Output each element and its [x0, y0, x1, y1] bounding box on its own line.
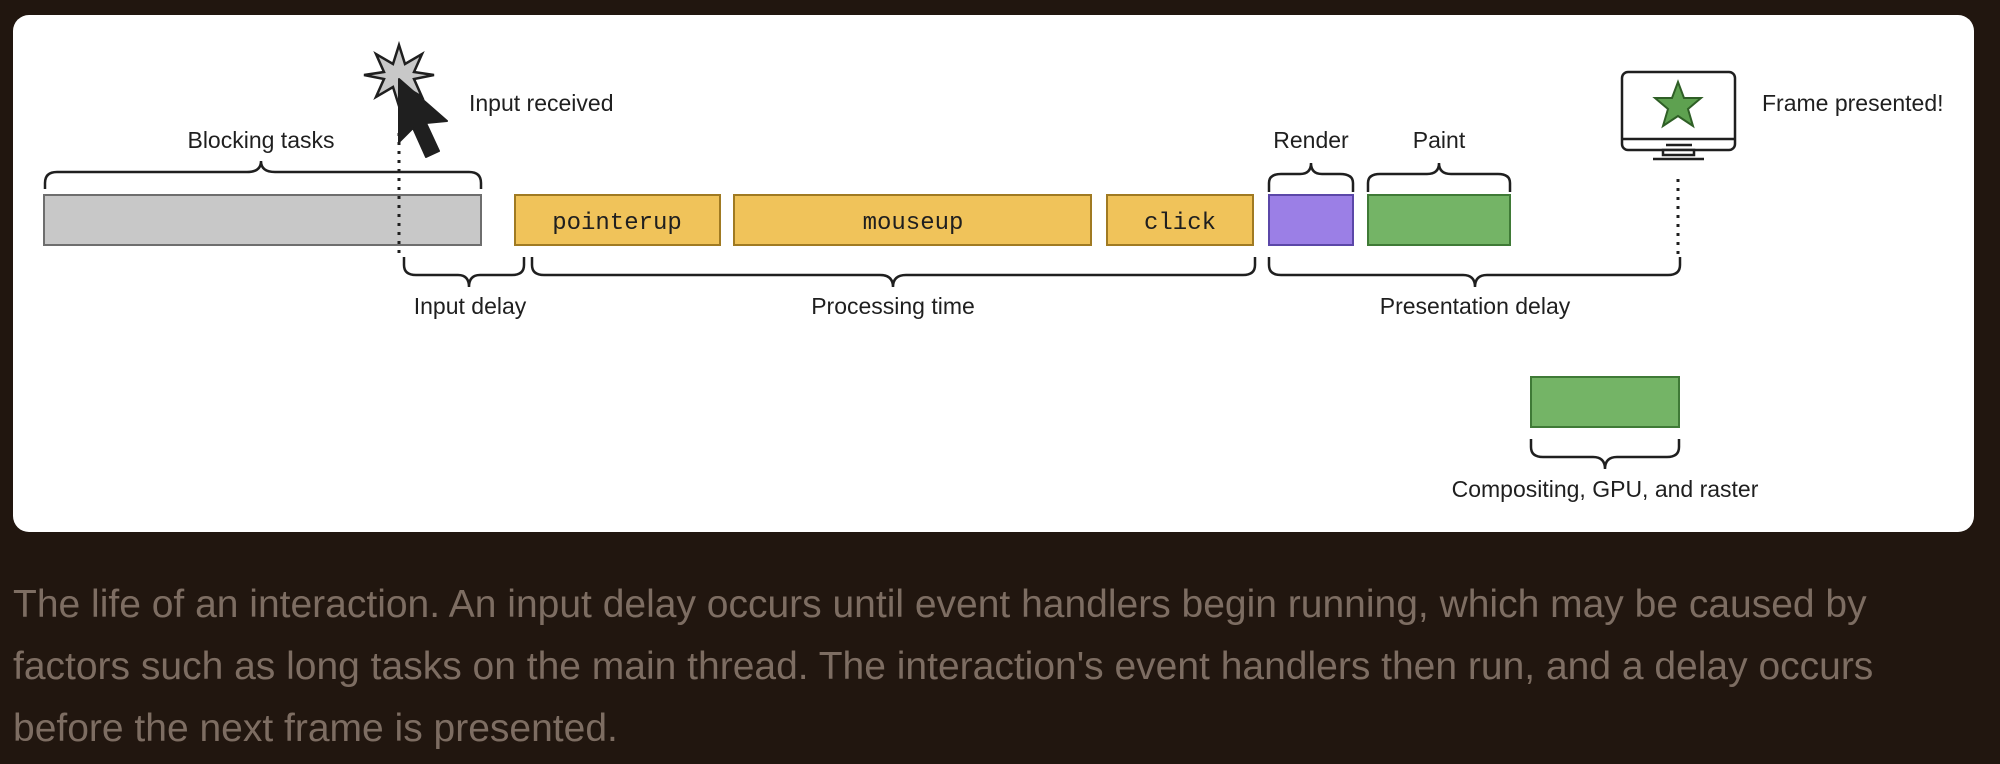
event-label-pointerup: pointerup	[552, 210, 682, 237]
processing-time-bracket	[530, 257, 1257, 288]
presentation-delay-label: Presentation delay	[1380, 293, 1571, 319]
presentation-delay-bracket	[1267, 257, 1682, 288]
event-label-mouseup: mouseup	[863, 210, 964, 237]
render-bar	[1268, 194, 1354, 246]
paint-bar	[1367, 194, 1511, 246]
event-label-click: click	[1144, 210, 1216, 237]
blocking-tasks-bracket	[43, 160, 483, 189]
render-bracket	[1267, 162, 1355, 192]
paint-label: Paint	[1413, 127, 1466, 153]
input-delay-label: Input delay	[414, 293, 527, 319]
render-label: Render	[1273, 127, 1349, 153]
compositing-label: Compositing, GPU, and raster	[1452, 476, 1759, 502]
input-delay-bracket	[402, 257, 526, 288]
diagram-card: Blocking tasks Input received pointerup …	[13, 15, 1974, 532]
blocking-tasks-label: Blocking tasks	[187, 127, 334, 153]
processing-time-label: Processing time	[811, 293, 975, 319]
figure-caption: The life of an interaction. An input del…	[13, 583, 1874, 750]
interaction-lifecycle-diagram: Blocking tasks Input received pointerup …	[43, 40, 1944, 502]
event-bar-click	[1106, 194, 1254, 246]
compositing-bar	[1530, 376, 1680, 428]
paint-bracket	[1366, 162, 1512, 192]
frame-presented-label: Frame presented!	[1762, 90, 1944, 116]
cursor-icon	[398, 78, 448, 158]
compositing-bracket	[1529, 439, 1681, 470]
event-bar-mouseup	[733, 194, 1092, 246]
blocking-task-bar	[43, 194, 482, 246]
star-icon	[1652, 79, 1704, 129]
event-bar-pointerup	[514, 194, 721, 246]
input-received-label: Input received	[469, 90, 613, 116]
